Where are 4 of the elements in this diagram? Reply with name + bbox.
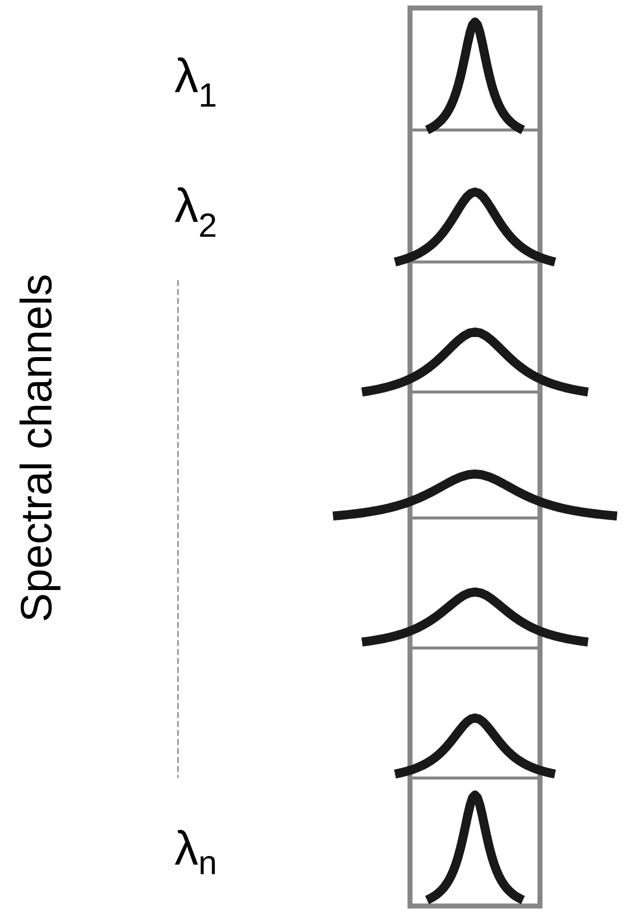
channel-label: λ$_{n}$ (174, 830, 215, 874)
channel-label: λ$_{2}$ (174, 187, 216, 237)
channel-label: λ$_{1}$ (174, 57, 216, 107)
axis-label: Spectral channels (20, 275, 60, 620)
